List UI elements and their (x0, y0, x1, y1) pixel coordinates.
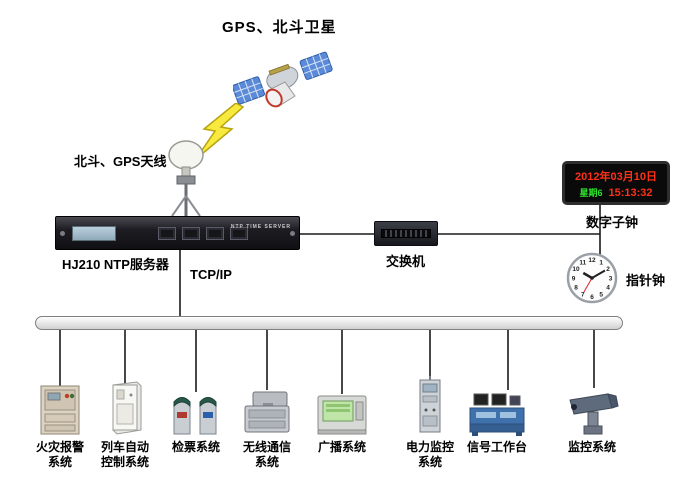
device-label-fire-alarm: 火灾报警系统 (35, 440, 84, 469)
device-label-broadcast: 广播系统 (317, 440, 366, 454)
svg-text:4: 4 (606, 285, 610, 292)
ntp-server: NTP TIME SERVER (55, 216, 300, 250)
satellite-icon (233, 51, 333, 108)
lightning-icon (196, 103, 245, 160)
svg-text:12: 12 (588, 257, 596, 264)
digital-clock-time: 15:13:32 (608, 186, 653, 199)
device-train-control (105, 380, 145, 441)
svg-text:11: 11 (579, 260, 586, 267)
svg-text:10: 10 (572, 266, 580, 273)
digital-clock: 2012年03月10日 星期6 15:13:32 (562, 161, 670, 205)
antenna-label: 北斗、GPS天线 (74, 154, 167, 169)
device-broadcast (314, 392, 370, 441)
digital-clock-weekday: 星期6 (579, 187, 603, 198)
svg-text:6: 6 (590, 294, 594, 301)
fire-alarm-icon (40, 385, 80, 435)
satellite-label: GPS、北斗卫星 (222, 19, 337, 36)
svg-text:3: 3 (609, 275, 613, 282)
svg-text:1: 1 (599, 260, 603, 267)
switch-ports (381, 229, 431, 238)
wireless-comm-icon (244, 391, 290, 433)
device-cctv (564, 386, 620, 441)
power-monitor-cabinet-icon (419, 376, 441, 433)
tcpip-label: TCP/IP (190, 267, 232, 282)
device-label-cctv: 监控系统 (567, 440, 616, 454)
broadcast-console-icon (317, 395, 367, 435)
network-switch (374, 221, 438, 246)
device-ticket-gate (168, 390, 224, 441)
svg-text:2: 2 (606, 266, 610, 273)
server-lcd (72, 226, 116, 241)
signal-workstation-icon (469, 393, 525, 436)
cctv-camera-icon (569, 393, 619, 435)
switch-label: 交换机 (386, 254, 426, 269)
device-label-signal-workstation: 信号工作台 (466, 440, 527, 454)
device-signal-workstation (466, 388, 528, 441)
server-screw-right (290, 231, 295, 236)
analog-clock: 12 1 2 3 4 5 6 7 8 9 10 11 (566, 252, 618, 304)
device-wireless-comm (239, 388, 295, 441)
svg-text:5: 5 (599, 291, 603, 298)
device-label-ticket-gate: 检票系统 (171, 440, 220, 454)
train-control-cabinet-icon (112, 381, 142, 435)
server-label: HJ210 NTP服务器 (62, 257, 169, 272)
gps-antenna-icon (168, 140, 204, 218)
network-bus (35, 316, 623, 330)
device-label-power-monitor: 电力监控系统 (405, 440, 454, 469)
second-hand (583, 277, 593, 293)
digital-clock-label: 数字子钟 (586, 215, 639, 230)
digital-clock-date: 2012年03月10日 (575, 170, 657, 183)
server-panel-text: NTP TIME SERVER (230, 224, 291, 230)
svg-text:7: 7 (581, 291, 585, 298)
analog-clock-label: 指针钟 (626, 273, 666, 288)
device-label-train-control: 列车自动控制系统 (100, 440, 149, 469)
server-screw-left (60, 231, 65, 236)
device-power-monitor (414, 374, 446, 441)
digital-clock-row2: 星期6 15:13:32 (579, 186, 652, 199)
svg-text:8: 8 (574, 285, 578, 292)
server-ports (158, 227, 248, 240)
device-label-wireless-comm: 无线通信系统 (242, 440, 291, 469)
minute-hand (591, 269, 606, 279)
ticket-gate-icon (173, 397, 217, 435)
device-fire-alarm (38, 384, 82, 441)
svg-text:9: 9 (572, 275, 576, 282)
